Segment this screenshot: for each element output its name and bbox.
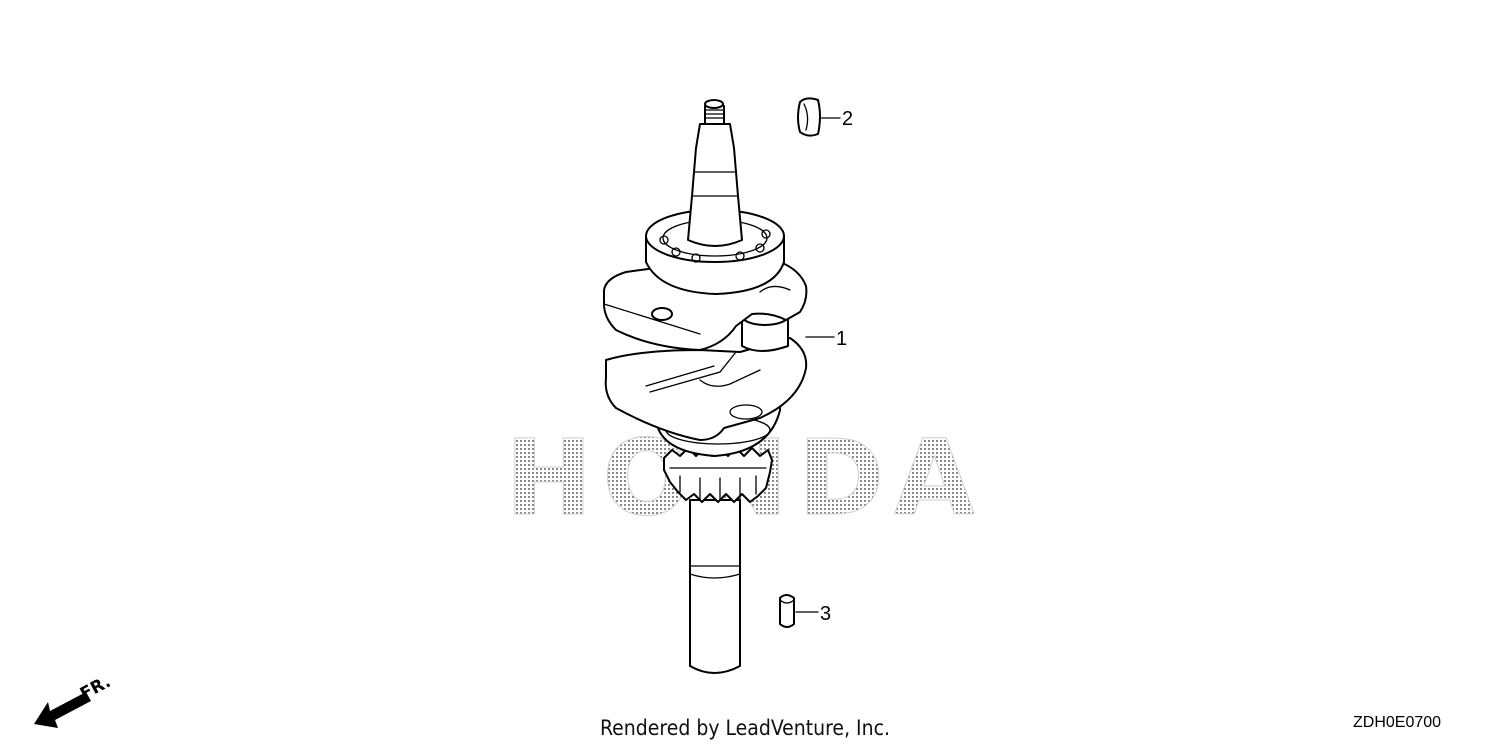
key-drawing bbox=[779, 594, 795, 628]
woodruff-key-drawing bbox=[797, 97, 821, 137]
direction-arrow-icon bbox=[34, 692, 91, 728]
front-direction-indicator: FR. bbox=[34, 672, 114, 728]
callout-1: 1 bbox=[805, 328, 847, 350]
callout-3: 3 bbox=[795, 603, 831, 625]
callout-number: 2 bbox=[842, 108, 853, 130]
diagram-code: ZDH0E0700 bbox=[1353, 714, 1442, 731]
callout-number: 3 bbox=[820, 603, 831, 625]
crankshaft-drawing bbox=[603, 99, 808, 674]
render-credit: Rendered by LeadVenture, Inc. bbox=[600, 716, 890, 740]
callout-number: 1 bbox=[836, 328, 847, 350]
callout-2: 2 bbox=[819, 108, 853, 130]
